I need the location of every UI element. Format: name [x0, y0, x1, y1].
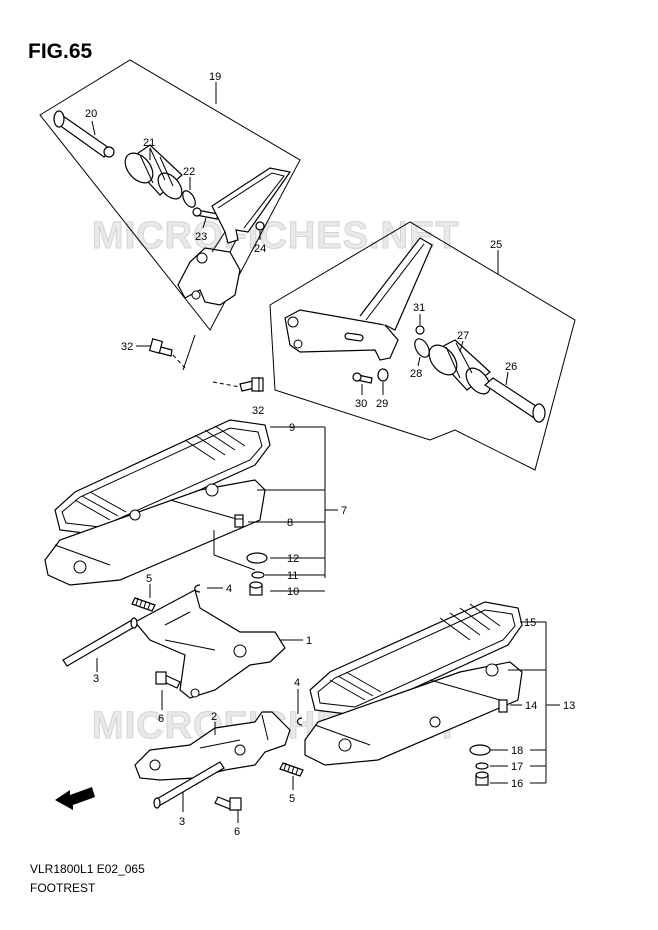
callout-20: 20 [85, 108, 97, 120]
bolt-30 [352, 372, 373, 384]
rod-3-lower [153, 761, 225, 809]
nut-10 [249, 581, 263, 596]
assembly-box-25 [269, 221, 576, 471]
callout-6-lower: 6 [234, 826, 240, 838]
callout-16: 16 [511, 778, 523, 790]
spring-5-lower [279, 762, 304, 777]
callout-9: 9 [289, 422, 295, 434]
figure-title: FIG.65 [28, 40, 93, 63]
pin-26 [484, 377, 546, 423]
washer-28 [414, 338, 430, 358]
nut-24 [255, 221, 265, 231]
callout-12: 12 [287, 553, 299, 565]
callout-31: 31 [413, 302, 425, 314]
callout-13: 13 [563, 700, 575, 712]
floorboard-7 [44, 419, 271, 586]
callout-21: 21 [143, 137, 155, 149]
callout-3-lower: 3 [179, 816, 185, 828]
clip-4-upper [194, 584, 201, 593]
callout-3-upper: 3 [93, 673, 99, 685]
callout-18: 18 [511, 745, 523, 757]
callout-17: 17 [511, 761, 523, 773]
assembly-box-19 [39, 59, 301, 331]
callout-6-upper: 6 [158, 713, 164, 725]
rubber-21 [124, 144, 183, 200]
callout-5-lower: 5 [289, 793, 295, 805]
callout-11: 11 [287, 570, 298, 582]
callout-10: 10 [287, 586, 299, 598]
bolt-6-upper [155, 671, 181, 689]
callout-4-upper: 4 [226, 583, 232, 595]
washer-22 [182, 190, 196, 208]
callout-22: 22 [183, 166, 195, 178]
rubber-27 [428, 339, 491, 395]
bolt-23 [192, 207, 219, 220]
spring-5-upper [131, 597, 156, 612]
floorboard-13 [304, 601, 523, 766]
callout-26: 26 [505, 361, 517, 373]
callout-15: 15 [524, 617, 536, 629]
diagram-name: FOOTREST [30, 881, 96, 895]
callout-30: 30 [355, 398, 367, 410]
bolt-32-right [239, 377, 264, 392]
bolt-6-lower [214, 796, 242, 811]
callout-23: 23 [195, 231, 207, 243]
callout-27: 27 [457, 330, 469, 342]
callout-25: 25 [490, 239, 502, 251]
pin-20 [53, 110, 115, 158]
callout-19: 19 [209, 71, 221, 83]
washer-18 [469, 744, 491, 756]
callout-4-lower: 4 [294, 677, 300, 689]
bracket-25-body [284, 237, 433, 361]
mount-bracket-2 [134, 711, 291, 781]
washer-12 [246, 552, 268, 564]
callout-7: 7 [341, 505, 347, 517]
washer-17 [475, 762, 489, 770]
callout-24: 24 [254, 243, 266, 255]
washer-11 [251, 571, 265, 579]
callout-32-right: 32 [252, 405, 264, 417]
bolt-14 [498, 699, 508, 713]
watermark-top: MICROFICHES.NET [92, 215, 460, 257]
callout-5-upper: 5 [146, 573, 152, 585]
nut-31 [415, 325, 425, 335]
callout-32-left: 32 [121, 341, 133, 353]
callout-8: 8 [287, 517, 293, 529]
fwd-arrow-icon [55, 787, 95, 810]
rod-3-upper [62, 617, 138, 667]
callout-2: 2 [211, 711, 217, 723]
callout-14: 14 [525, 700, 537, 712]
callout-29: 29 [376, 398, 388, 410]
diagram-code: VLR1800L1 E02_065 [30, 862, 145, 876]
bolt-32-left [148, 338, 173, 357]
mount-bracket-1 [134, 589, 286, 699]
bracket-19-body [177, 167, 292, 306]
clip-4-lower [296, 717, 303, 726]
callout-1: 1 [306, 635, 312, 647]
nut-16 [475, 771, 489, 786]
bolt-8 [234, 514, 244, 528]
washer-29 [377, 368, 389, 382]
callout-28: 28 [410, 368, 422, 380]
